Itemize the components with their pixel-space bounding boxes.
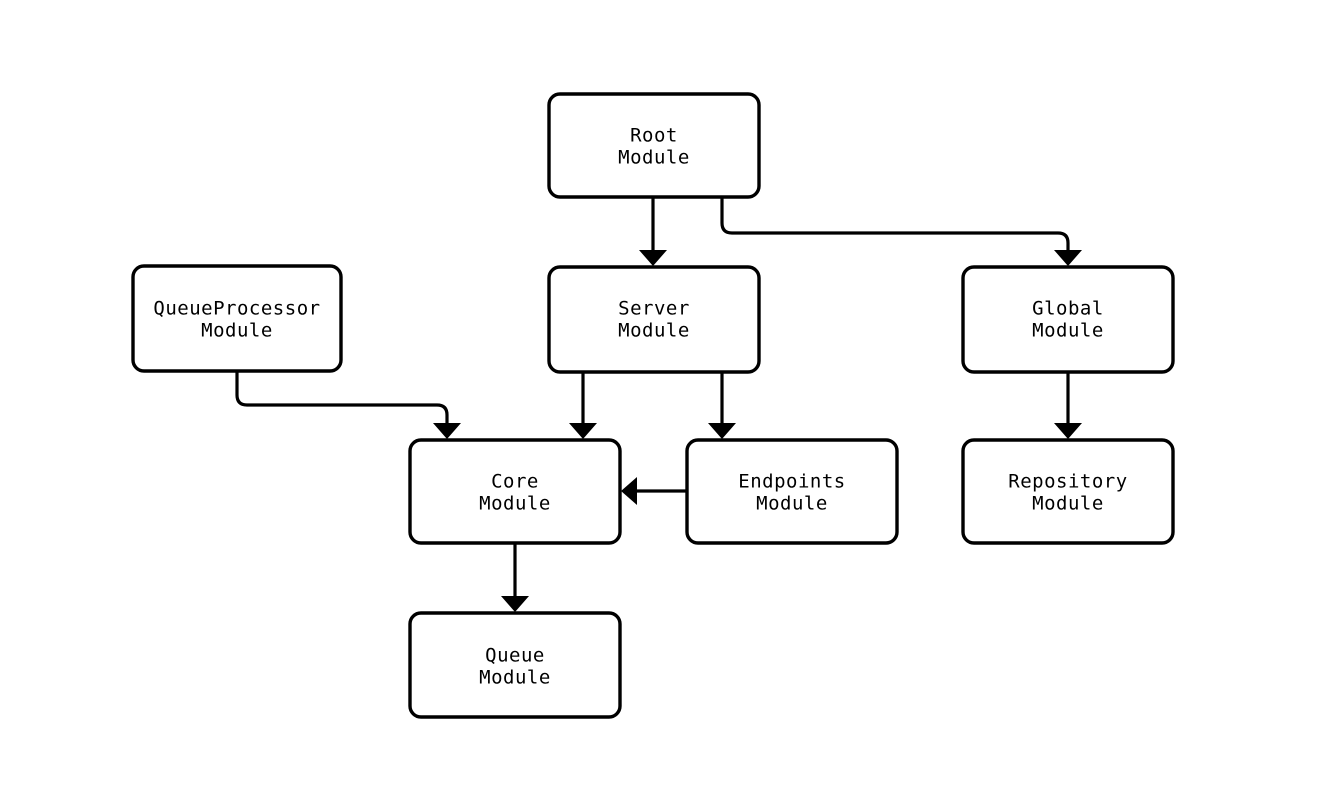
- node-repository-module-box[interactable]: [961, 438, 1175, 545]
- edge-root-to-server: [639, 197, 667, 266]
- node-root-module[interactable]: Root Module: [547, 92, 761, 199]
- node-global-module-box[interactable]: [961, 265, 1175, 374]
- node-global-module[interactable]: Global Module: [961, 265, 1175, 374]
- node-queue-module-label-line2: Module: [479, 667, 551, 689]
- node-endpoints-module[interactable]: Endpoints Module: [685, 438, 899, 545]
- node-core-module-box[interactable]: [408, 438, 622, 545]
- node-global-module-label-line2: Module: [1032, 320, 1104, 342]
- node-queue-module[interactable]: Queue Module: [408, 611, 622, 719]
- node-root-module-label-line2: Module: [618, 147, 690, 169]
- node-queueprocessor-module-box[interactable]: [131, 264, 343, 373]
- edge-core-to-queue-arrowhead: [501, 596, 529, 612]
- edge-server-to-endpoints: [708, 372, 736, 439]
- edge-endpoints-to-core-arrowhead: [621, 477, 637, 505]
- node-endpoints-module-box[interactable]: [685, 438, 899, 545]
- node-global-module-label-line1: Global: [1032, 298, 1104, 320]
- node-queue-module-box[interactable]: [408, 611, 622, 719]
- edge-root-to-global: [720, 197, 1082, 266]
- node-queueprocessor-module-label-line2: Module: [201, 320, 273, 342]
- edge-server-to-core-arrowhead: [569, 423, 597, 439]
- node-queue-module-label-line1: Queue: [485, 645, 545, 667]
- edge-endpoints-to-core: [621, 477, 687, 505]
- node-endpoints-module-label-line1: Endpoints: [738, 471, 845, 493]
- node-endpoints-module-label-line2: Module: [756, 493, 828, 515]
- node-server-module-box[interactable]: [547, 265, 761, 374]
- node-server-module-label-line2: Module: [618, 320, 690, 342]
- node-repository-module-label-line1: Repository: [1008, 471, 1127, 493]
- edge-queueprocessor-to-core-arrowhead: [433, 423, 461, 439]
- edge-root-to-global-line: [720, 197, 1070, 250]
- edge-core-to-queue: [501, 543, 529, 612]
- node-root-module-label-line1: Root: [630, 125, 678, 147]
- edge-root-to-global-arrowhead: [1054, 250, 1082, 266]
- edge-global-to-repository: [1054, 372, 1082, 439]
- node-core-module[interactable]: Core Module: [408, 438, 622, 545]
- node-queueprocessor-module-label-line1: QueueProcessor: [153, 298, 320, 320]
- node-repository-module-label-line2: Module: [1032, 493, 1104, 515]
- node-root-module-box[interactable]: [547, 92, 761, 199]
- node-queueprocessor-module[interactable]: QueueProcessor Module: [131, 264, 343, 373]
- edge-root-to-server-arrowhead: [639, 250, 667, 266]
- edge-queueprocessor-to-core-line: [235, 371, 449, 423]
- node-repository-module[interactable]: Repository Module: [961, 438, 1175, 545]
- node-core-module-label-line2: Module: [479, 493, 551, 515]
- node-server-module-label-line1: Server: [618, 298, 690, 320]
- node-server-module[interactable]: Server Module: [547, 265, 761, 374]
- node-layer: Root Module QueueProcessor Module Server…: [131, 92, 1175, 719]
- edge-layer: [235, 197, 1082, 612]
- edge-global-to-repository-arrowhead: [1054, 423, 1082, 439]
- edge-server-to-core: [569, 372, 597, 439]
- node-core-module-label-line1: Core: [491, 471, 539, 493]
- edge-queueprocessor-to-core: [235, 371, 461, 439]
- edge-server-to-endpoints-arrowhead: [708, 423, 736, 439]
